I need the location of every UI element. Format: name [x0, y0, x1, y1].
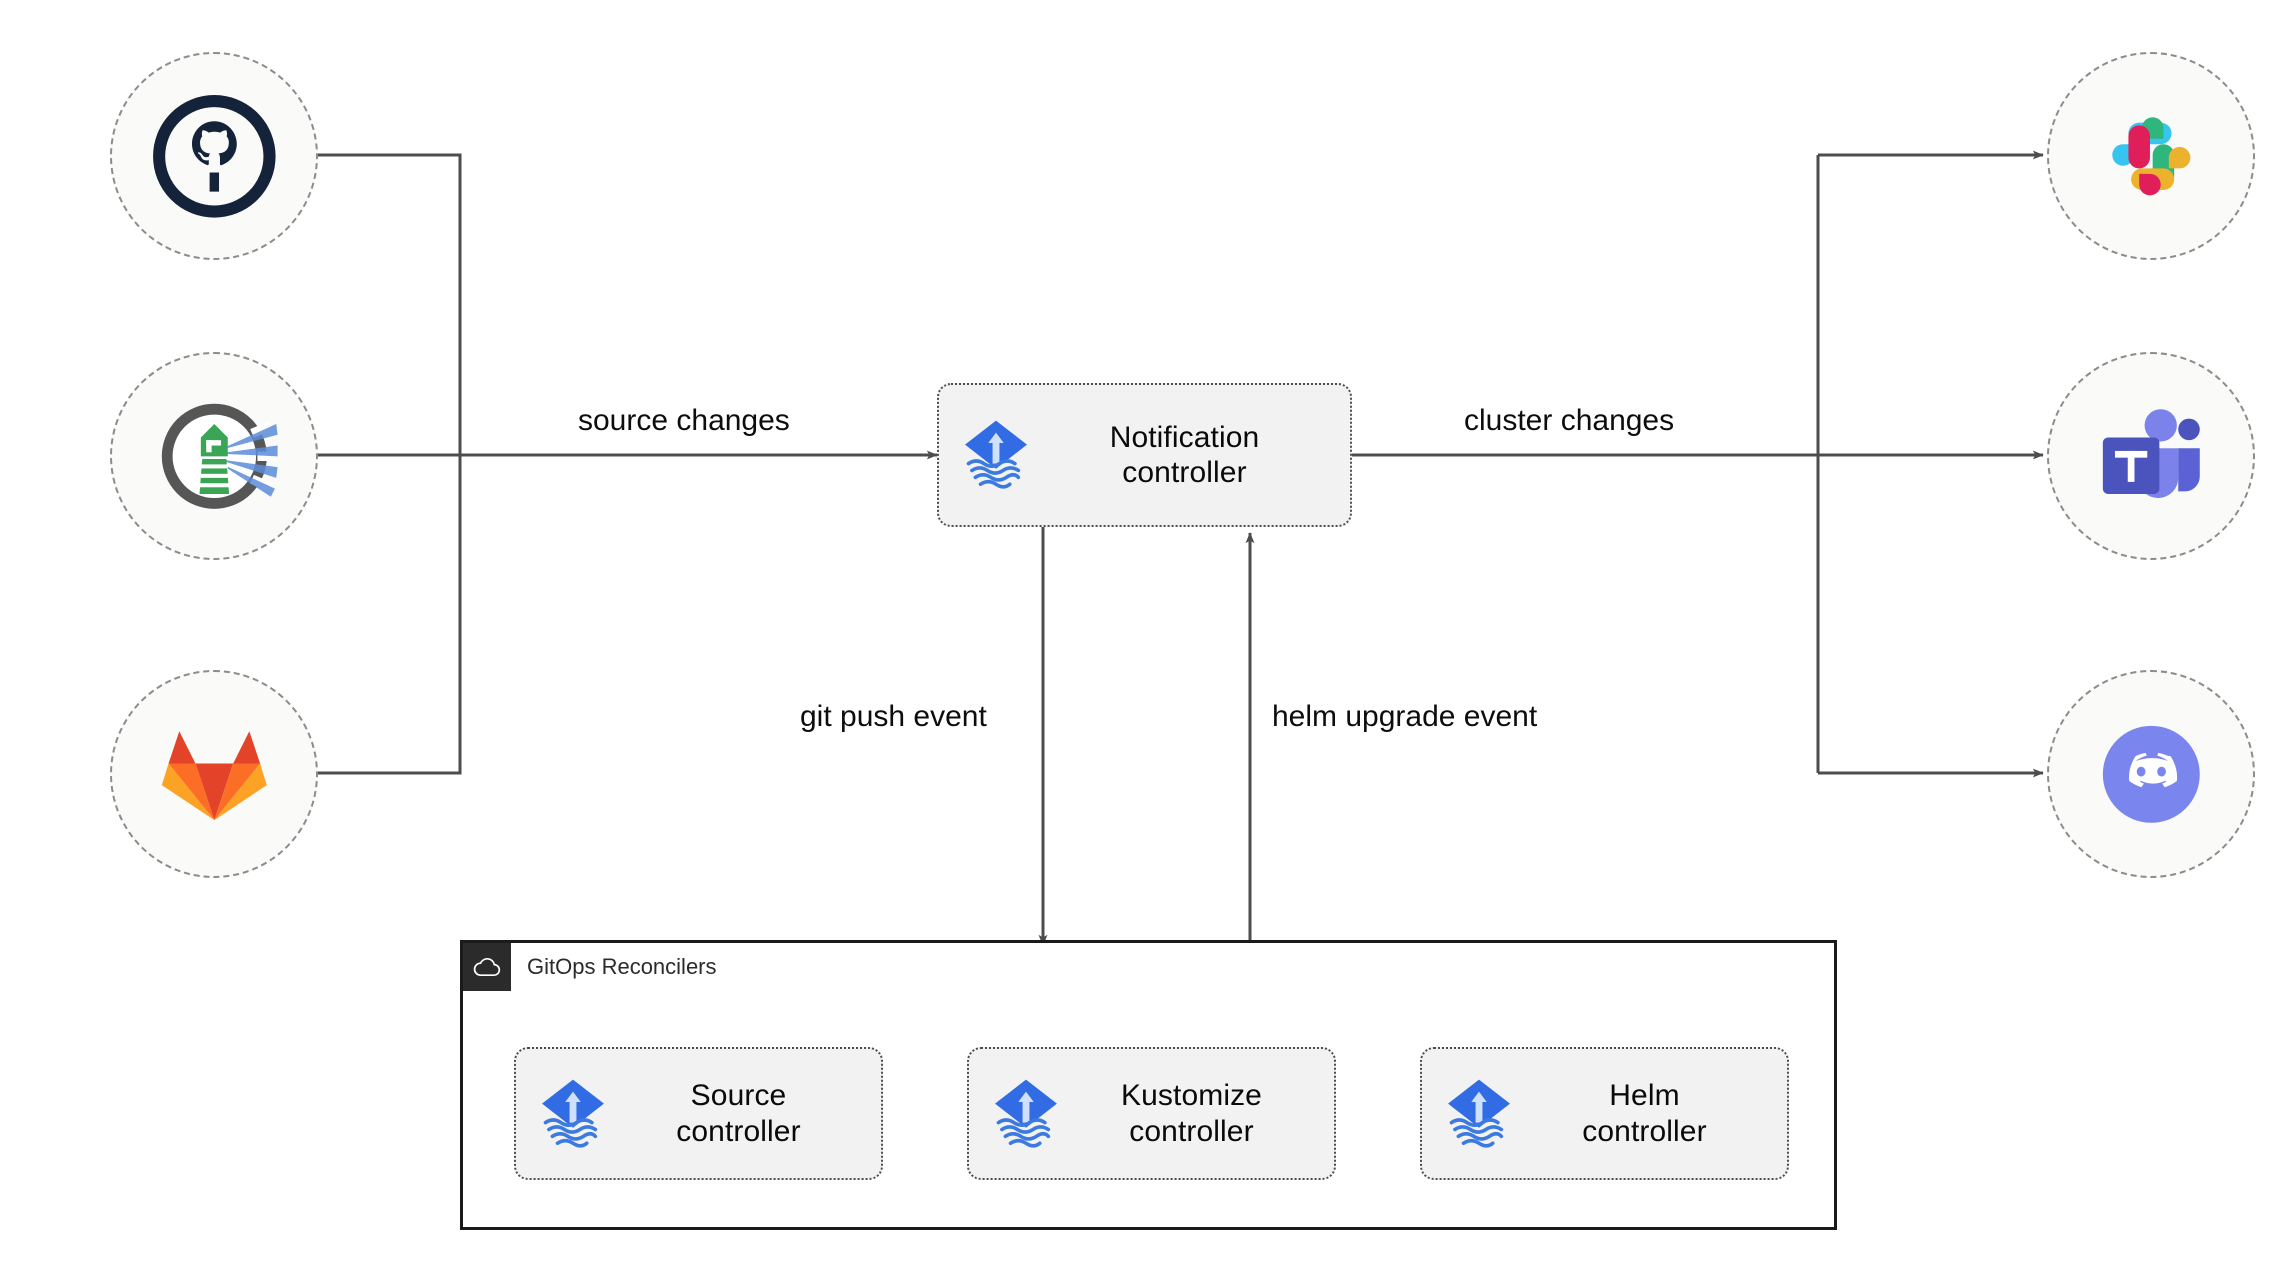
gitops-reconcilers-header: GitOps Reconcilers	[463, 943, 717, 991]
helm-controller-label: Helm controller	[1522, 1078, 1773, 1149]
flux-logo-icon	[1436, 1071, 1522, 1157]
source-node-github[interactable]	[110, 52, 318, 260]
discord-icon	[2084, 707, 2219, 842]
microsoft-teams-icon	[2084, 389, 2219, 524]
source-controller-box[interactable]: Source controller	[514, 1047, 883, 1180]
edge-label-git-push-event: git push event	[800, 700, 987, 733]
kustomize-controller-label: Kustomize controller	[1069, 1078, 1320, 1149]
flux-logo-icon	[530, 1071, 616, 1157]
notification-controller-label-line2: controller	[1122, 456, 1247, 489]
notification-controller-label: Notification controller	[1039, 420, 1336, 491]
source-node-gitlab[interactable]	[110, 670, 318, 878]
flux-logo-icon	[983, 1071, 1069, 1157]
kustomize-controller-box[interactable]: Kustomize controller	[967, 1047, 1336, 1180]
helm-controller-label-line2: controller	[1582, 1114, 1707, 1148]
slack-icon	[2084, 89, 2219, 224]
flux-logo-icon	[953, 412, 1039, 498]
notification-controller-label-line1: Notification	[1109, 420, 1260, 454]
edge-label-helm-upgrade-event: helm upgrade event	[1272, 700, 1538, 733]
kustomize-controller-label-line2: controller	[1129, 1114, 1254, 1148]
gitlab-icon	[147, 707, 282, 842]
github-icon	[147, 89, 282, 224]
destination-node-teams[interactable]	[2047, 352, 2255, 560]
helm-controller-label-line1: Helm	[1609, 1079, 1680, 1113]
edge-label-cluster-changes: cluster changes	[1464, 404, 1675, 437]
source-controller-label-line2: controller	[676, 1114, 801, 1148]
destination-node-slack[interactable]	[2047, 52, 2255, 260]
source-controller-label-line1: Source	[690, 1079, 787, 1113]
source-node-flux[interactable]	[110, 352, 318, 560]
kustomize-controller-label-line1: Kustomize	[1121, 1079, 1262, 1113]
gitops-reconcilers-title: GitOps Reconcilers	[527, 954, 717, 979]
cloud-icon	[463, 943, 511, 991]
gitops-reconcilers-container: GitOps Reconcilers Source controller	[460, 940, 1837, 1230]
destination-node-discord[interactable]	[2047, 670, 2255, 878]
source-controller-label: Source controller	[616, 1078, 867, 1149]
notification-controller-box[interactable]: Notification controller	[937, 383, 1352, 527]
edge-label-source-changes: source changes	[578, 404, 790, 437]
helm-controller-box[interactable]: Helm controller	[1420, 1047, 1789, 1180]
flux-lighthouse-icon	[147, 389, 282, 524]
